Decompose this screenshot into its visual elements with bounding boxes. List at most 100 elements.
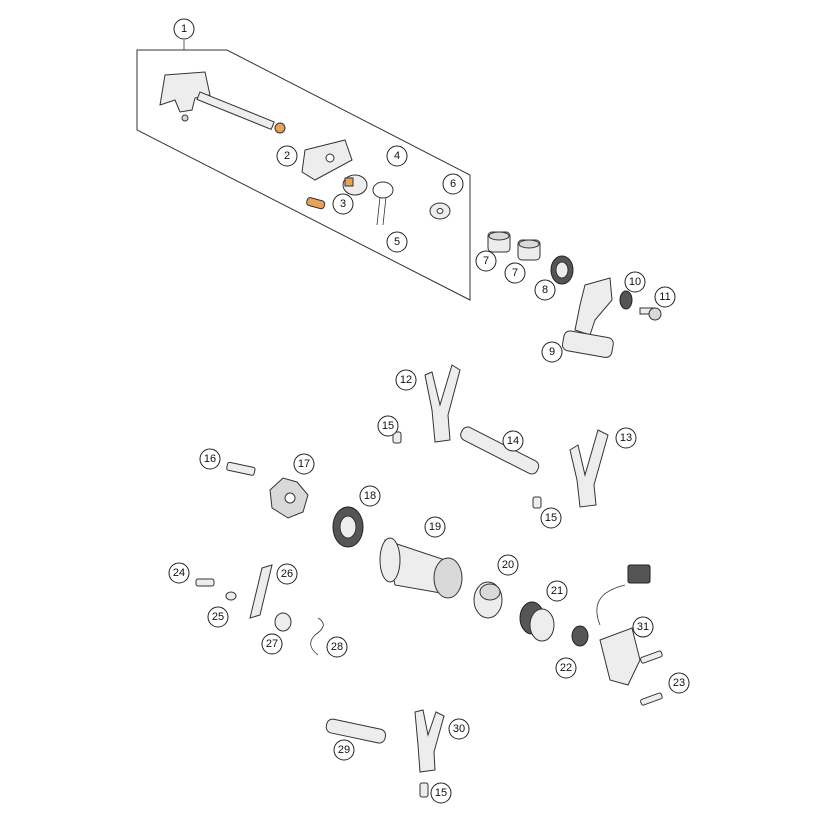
callout-13: 13 [615, 427, 637, 449]
bearing-part-18 [332, 506, 364, 548]
callout-3: 3 [332, 193, 354, 215]
svg-text:15: 15 [545, 512, 557, 524]
callout-25: 25 [207, 606, 229, 628]
callout-4: 4 [386, 145, 408, 167]
callout-28: 28 [326, 636, 348, 658]
callout-1: 1 [173, 18, 195, 40]
callout-26: 26 [276, 563, 298, 585]
svg-text:27: 27 [266, 638, 278, 650]
svg-text:26: 26 [281, 568, 293, 580]
lever-part-26 [249, 564, 273, 619]
svg-text:7: 7 [512, 267, 518, 279]
svg-text:21: 21 [551, 585, 563, 597]
svg-text:1: 1 [181, 23, 187, 35]
svg-text:12: 12 [400, 374, 412, 386]
bolt-part-24 [195, 578, 215, 587]
callout-10: 10 [624, 271, 646, 293]
svg-text:29: 29 [338, 744, 350, 756]
callout-16: 16 [199, 448, 221, 470]
svg-text:19: 19 [429, 521, 441, 533]
callout-29: 29 [333, 739, 355, 761]
callout-22: 22 [555, 657, 577, 679]
svg-text:7: 7 [483, 255, 489, 267]
washer-part-25 [225, 591, 237, 601]
sensor-part-22 [571, 625, 589, 647]
sensor-part-21 [519, 601, 555, 642]
svg-text:14: 14 [507, 435, 519, 447]
shift-star-part-17 [269, 477, 309, 519]
shift-plate-part [301, 139, 353, 181]
callout-15b: 15 [540, 507, 562, 529]
bolt-part-23b [640, 692, 663, 706]
callout-5: 5 [386, 231, 408, 253]
svg-text:8: 8 [542, 284, 548, 296]
svg-text:11: 11 [659, 291, 670, 303]
svg-text:30: 30 [453, 723, 465, 735]
svg-text:22: 22 [560, 662, 572, 674]
shift-drum-part-19 [379, 537, 463, 599]
bushing-part-20 [473, 581, 503, 619]
callout-11: 11 [654, 286, 676, 308]
svg-text:9: 9 [549, 346, 555, 358]
pin-part-15a [392, 431, 402, 444]
bushing-part-7b [517, 239, 541, 261]
shift-fork-part-12 [424, 364, 461, 443]
bolt-part-11 [639, 307, 662, 321]
callout-19: 19 [424, 516, 446, 538]
pin-part-15b [532, 496, 542, 509]
bolt-part-23a [640, 650, 663, 664]
roller-part-27 [274, 612, 292, 632]
svg-text:5: 5 [394, 236, 400, 248]
callout-layer: 1 2 3 4 5 6 7 7 8 9 10 11 12 13 14 15 15… [168, 18, 690, 804]
callout-21: 21 [546, 580, 568, 602]
bushing-part-7a [487, 231, 511, 253]
svg-text:20: 20 [502, 559, 514, 571]
callout-7a: 7 [475, 250, 497, 272]
callout-7b: 7 [504, 262, 526, 284]
svg-text:18: 18 [364, 490, 376, 502]
svg-text:13: 13 [620, 432, 632, 444]
callout-14: 14 [502, 430, 524, 452]
callout-12: 12 [395, 369, 417, 391]
fork-shaft-part-29 [325, 718, 387, 744]
svg-text:10: 10 [629, 276, 641, 288]
shift-fork-part-30 [414, 709, 445, 773]
washer-part-6 [429, 202, 451, 220]
callout-24: 24 [168, 562, 190, 584]
shift-lever-part-9 [561, 277, 614, 358]
svg-text:15: 15 [435, 787, 447, 799]
fork-shaft-part-14 [460, 426, 540, 475]
bolt-part-16 [226, 461, 256, 476]
callout-20: 20 [497, 554, 519, 576]
callout-17: 17 [293, 453, 315, 475]
svg-text:23: 23 [673, 677, 685, 689]
pin-part-15c [419, 782, 429, 798]
callout-18: 18 [359, 485, 381, 507]
callout-15a: 15 [377, 415, 399, 437]
bearing-part-10 [619, 290, 633, 310]
sensor-bracket-part-31 [596, 564, 651, 686]
callout-27: 27 [261, 633, 283, 655]
svg-text:6: 6 [450, 178, 456, 190]
svg-text:15: 15 [382, 420, 394, 432]
svg-text:28: 28 [331, 641, 343, 653]
callout-23: 23 [668, 672, 690, 694]
spring-part-3 [306, 197, 326, 210]
svg-text:3: 3 [340, 198, 346, 210]
svg-text:24: 24 [173, 567, 185, 579]
callout-6: 6 [442, 173, 464, 195]
svg-text:25: 25 [212, 611, 224, 623]
callout-8: 8 [534, 279, 556, 301]
shift-shaft-part [159, 71, 286, 134]
callout-9: 9 [541, 341, 563, 363]
svg-text:17: 17 [298, 458, 310, 470]
spring-part-28 [310, 617, 324, 656]
seal-part-8 [550, 255, 574, 285]
callout-15c: 15 [430, 782, 452, 804]
callout-2: 2 [276, 145, 298, 167]
spring-clip-part-5 [372, 181, 394, 226]
assembly-1-frame [136, 40, 471, 301]
svg-text:2: 2 [284, 150, 290, 162]
svg-text:31: 31 [637, 621, 649, 633]
